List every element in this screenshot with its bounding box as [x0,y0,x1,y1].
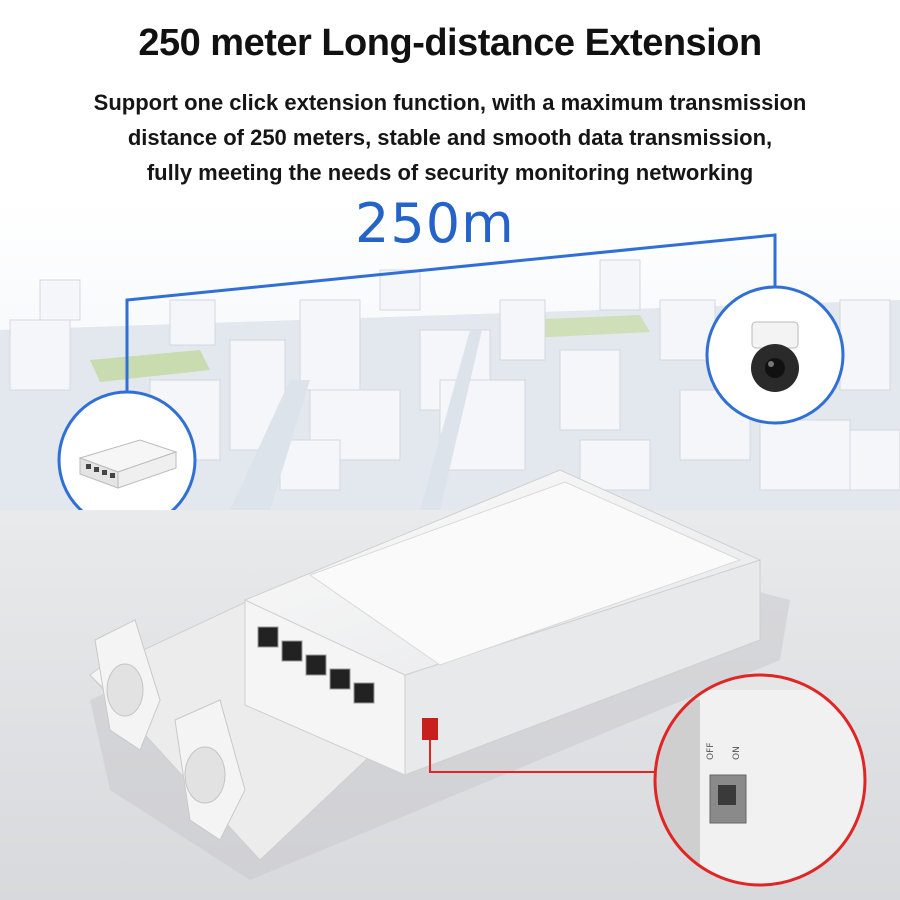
dome-camera-icon [751,321,799,392]
link-line [125,233,777,440]
description-line: Support one click extension function, wi… [93,90,807,115]
switch-on-label: ON [732,746,742,760]
camera-node [705,285,845,425]
headline: 250 meter Long-distance Extension [138,22,762,64]
switch-node [57,390,197,530]
distance-label: 250m [355,192,515,255]
description-line: distance of 250 meters, stable and smoot… [127,125,773,150]
callout-line [429,740,655,773]
description-line: fully meeting the needs of security moni… [146,160,754,185]
switch-device [89,469,762,861]
network-switch-icon [78,439,178,489]
dip-switch-icon [709,774,747,824]
switch-off-label: OFF [706,742,716,760]
